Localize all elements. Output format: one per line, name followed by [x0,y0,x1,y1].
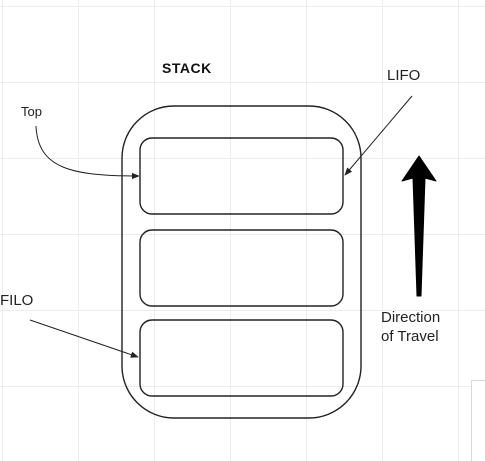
side-panel-edge [471,380,485,461]
diagram-title: STACK [162,60,212,76]
lifo-label: LIFO [387,67,421,84]
lifo-connector-arrow[interactable] [344,95,413,176]
direction-label-line-1: Direction [381,309,441,326]
top-connector-arrow[interactable] [35,125,140,180]
direction-arrow[interactable] [401,155,437,297]
stack-slot-top[interactable] [139,137,344,215]
filo-label: FILO [0,292,34,309]
filo-connector-arrow[interactable] [29,319,139,358]
stack-slot-middle[interactable] [139,229,344,307]
direction-of-travel-label: Direction of Travel [381,308,440,346]
stack-container[interactable] [121,105,362,419]
stack-slot-bottom[interactable] [139,319,344,397]
direction-label-line-2: of Travel [381,328,439,345]
top-label: Top [21,104,42,119]
